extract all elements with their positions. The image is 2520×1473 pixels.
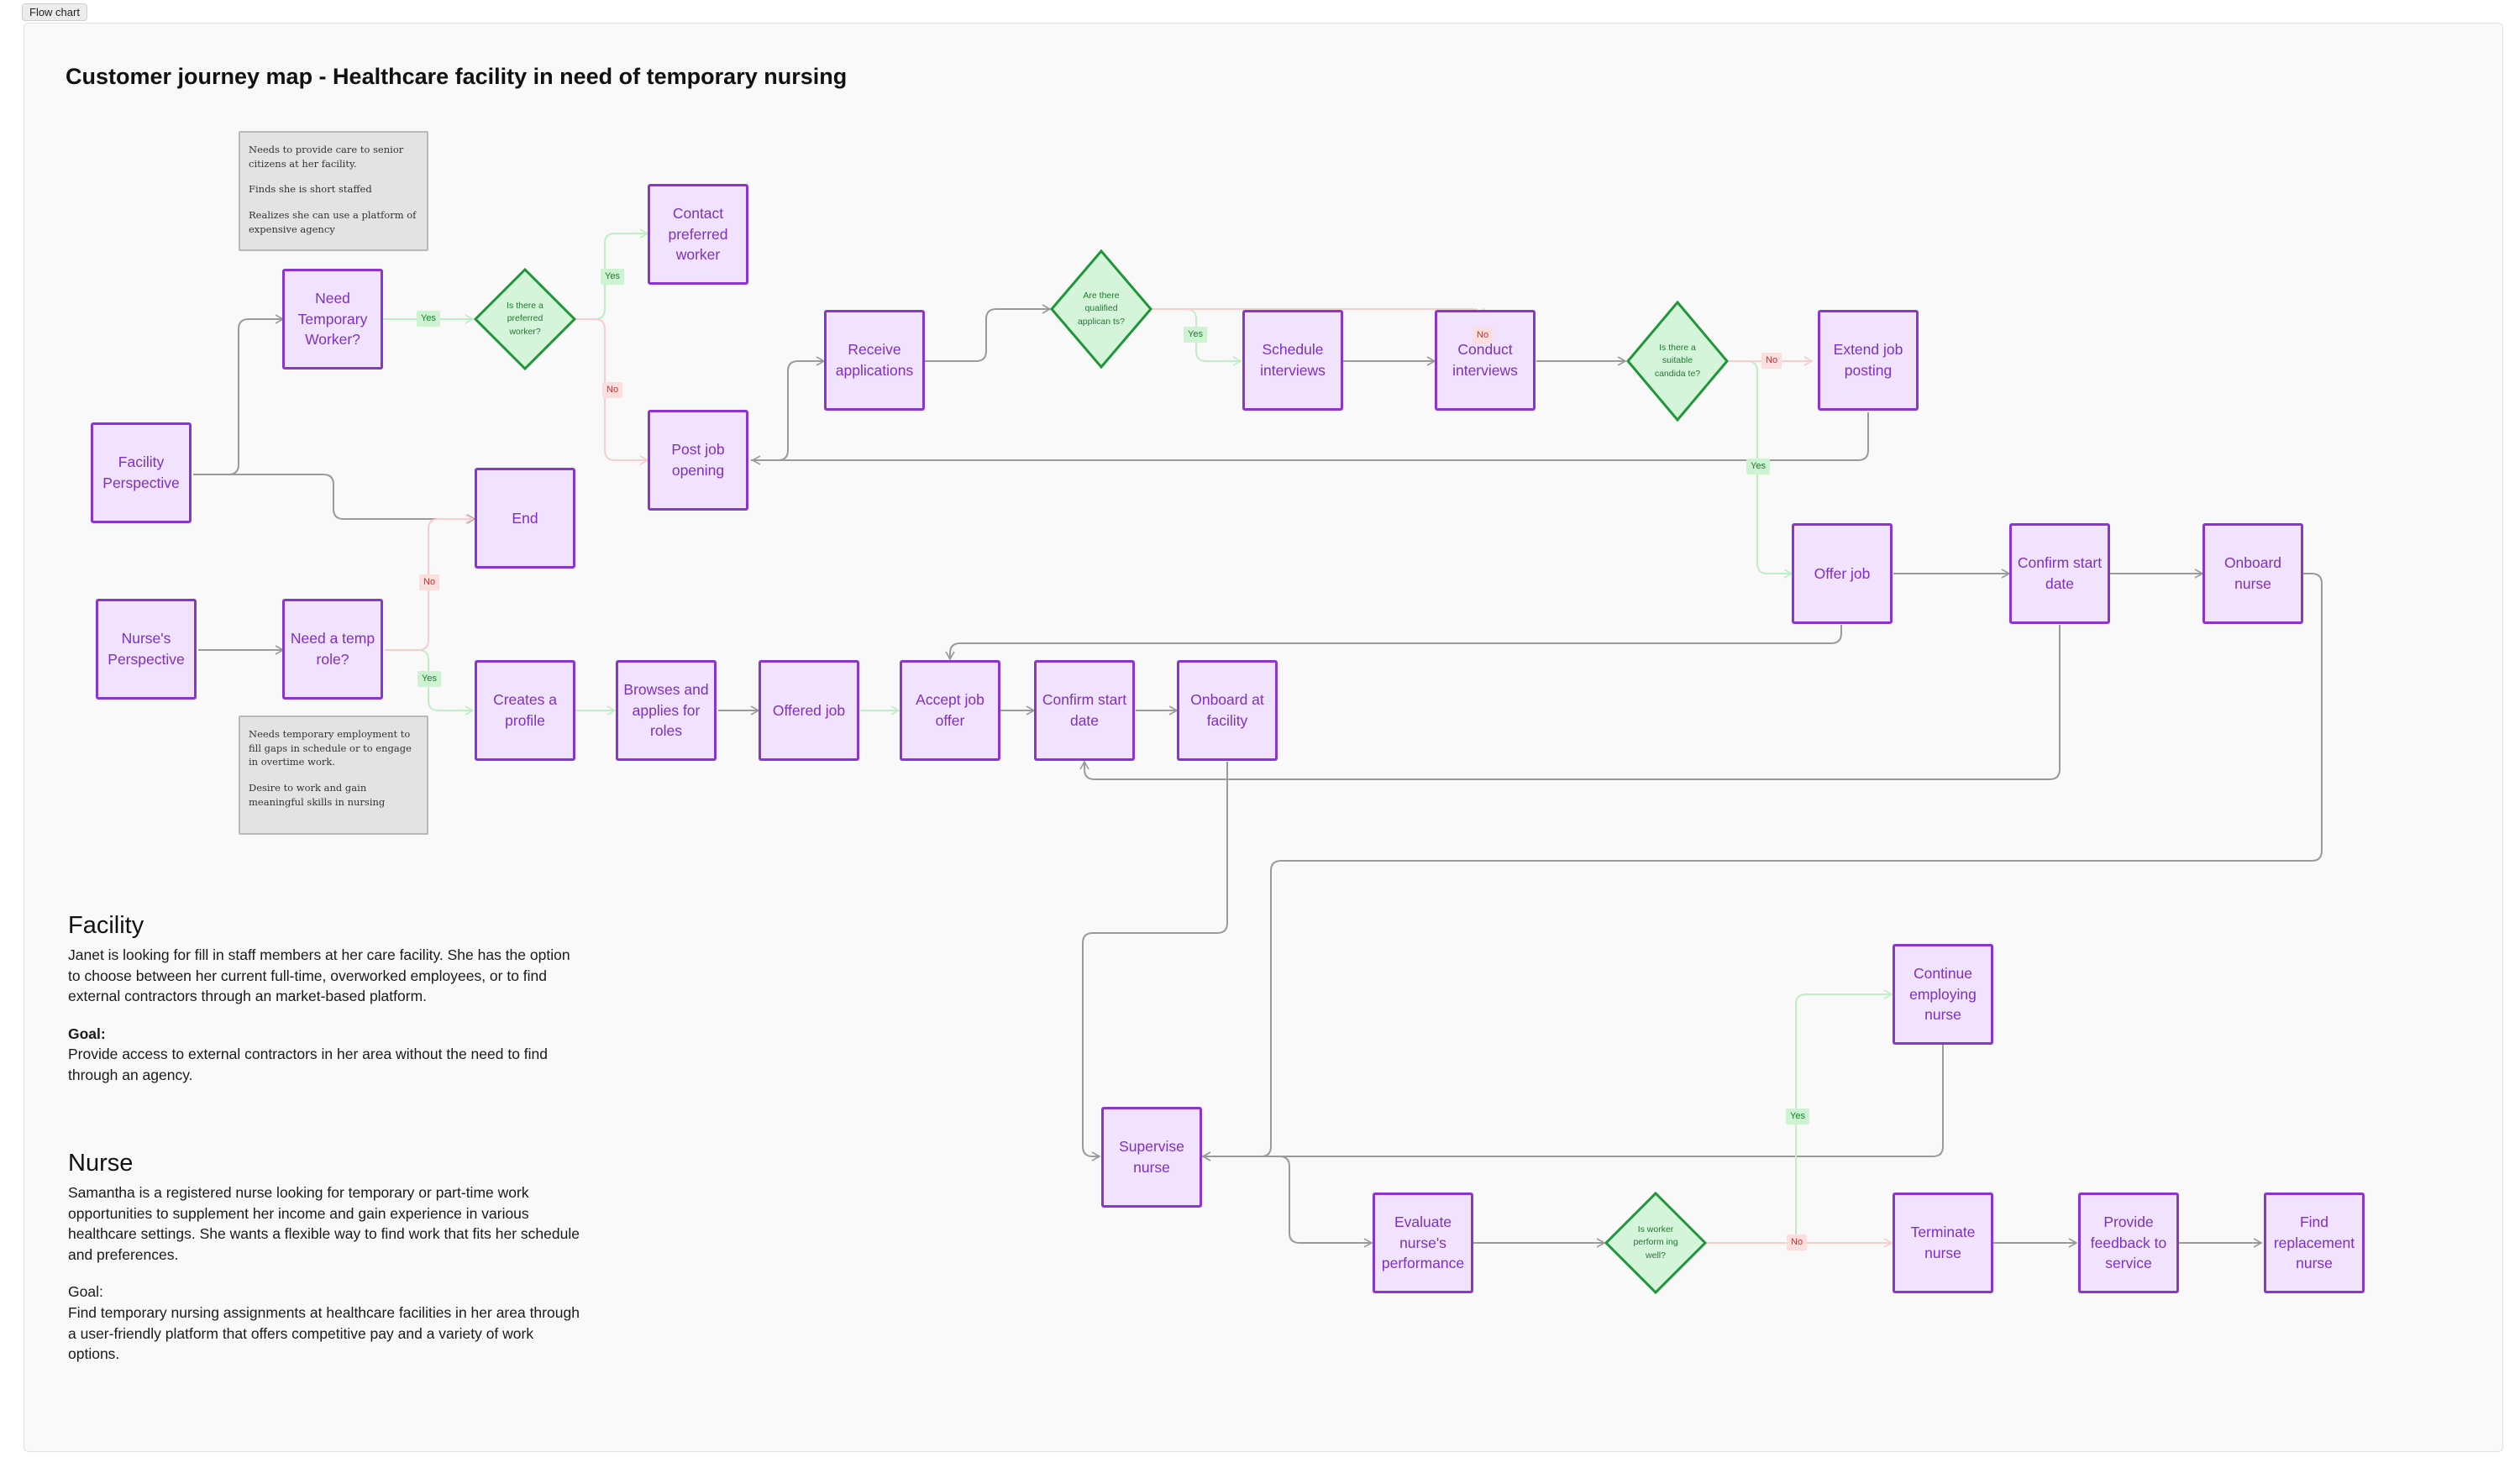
yes-label: Yes [1786, 1109, 1809, 1124]
node-onboard-at-facility[interactable]: Onboard at facility [1177, 660, 1278, 761]
no-label: No [419, 574, 440, 590]
yes-label: Yes [1184, 327, 1207, 343]
node-find-replacement-nurse[interactable]: Find replacement nurse [2264, 1193, 2365, 1293]
connector-supervise-to-evaluate [1201, 1156, 1373, 1248]
connector-post-job-to-receive [751, 356, 826, 461]
note-text: Needs temporary employment to fill gaps … [249, 728, 412, 768]
connector-offer-to-accept [945, 625, 1842, 661]
node-contact-preferred-worker[interactable]: Contact preferred worker [648, 184, 748, 285]
decision-label: Is worker perform ing well? [1633, 1224, 1678, 1261]
connector-continue-to-supervise [1201, 1045, 1944, 1161]
note-nurse-needs[interactable]: Needs temporary employment to fill gaps … [239, 716, 428, 835]
node-confirm-start-date-nurse[interactable]: Confirm start date [1034, 660, 1135, 761]
connector-onboard-to-supervise [1082, 762, 1228, 1161]
diamond-shape [473, 267, 577, 371]
note-text: Realizes she can use a platform of expen… [249, 209, 417, 235]
node-need-temp-role[interactable]: Need a temp role? [282, 599, 383, 700]
diamond-shape [1626, 300, 1729, 422]
node-provide-feedback[interactable]: Provide feedback to service [2078, 1193, 2179, 1293]
yes-label: Yes [417, 671, 441, 687]
facility-description: Facility Janet is looking for fill in st… [68, 912, 580, 1086]
no-label: No [1473, 328, 1494, 343]
nurse-heading: Nurse [68, 1150, 134, 1177]
no-label: No [1761, 353, 1782, 369]
yes-label: Yes [601, 269, 624, 285]
diamond-shape [1604, 1191, 1708, 1295]
decision-label: Is there a suitable candida te? [1654, 343, 1701, 379]
node-terminate-nurse[interactable]: Terminate nurse [1893, 1193, 1993, 1293]
note-text: Finds she is short staffed [249, 183, 372, 196]
note-text: Desire to work and gain meaningful skill… [249, 782, 386, 808]
node-post-job-opening[interactable]: Post job opening [648, 410, 748, 511]
connector-extend-to-post-job [751, 412, 1869, 465]
node-facility-perspective[interactable]: Facility Perspective [91, 422, 192, 523]
connector-onboard-nurse-to-supervise [1201, 573, 2323, 1161]
node-continue-employing-nurse[interactable]: Continue employing nurse [1893, 944, 1993, 1045]
decision-label: Is there a preferred worker? [507, 301, 543, 337]
connector-facility-confirm-to-nurse-confirm [1079, 625, 2061, 780]
frame-tag[interactable]: Flow chart [22, 3, 87, 21]
decision-qualified-applicants[interactable]: Are there qualified applican ts? [1050, 249, 1152, 370]
yes-label: Yes [1746, 459, 1770, 474]
connector-facility-to-end [193, 474, 476, 524]
node-conduct-interviews[interactable]: Conduct interviews [1435, 310, 1536, 411]
yes-label: Yes [417, 311, 440, 327]
decision-worker-performing[interactable]: Is worker perform ing well? [1604, 1191, 1708, 1295]
decision-suitable-candidate[interactable]: Is there a suitable candida te? [1626, 300, 1729, 422]
node-end[interactable]: End [475, 468, 575, 569]
node-onboard-nurse[interactable]: Onboard nurse [2202, 523, 2303, 624]
node-nurses-perspective[interactable]: Nurse's Perspective [96, 599, 197, 700]
node-need-temporary-worker[interactable]: Need Temporary Worker? [282, 269, 383, 370]
node-evaluate-performance[interactable]: Evaluate nurse's performance [1373, 1193, 1473, 1293]
no-label: No [602, 382, 623, 398]
node-extend-job-posting[interactable]: Extend job posting [1818, 310, 1919, 411]
page-title: Customer journey map - Healthcare facili… [66, 64, 848, 89]
node-schedule-interviews[interactable]: Schedule interviews [1242, 310, 1343, 411]
facility-heading: Facility [68, 912, 144, 939]
connector-receive-to-qualified [925, 304, 1052, 362]
facility-body: Janet is looking for fill in staff membe… [68, 946, 570, 1005]
node-offer-job[interactable]: Offer job [1792, 523, 1893, 624]
note-facility-needs[interactable]: Needs to provide care to senior citizens… [239, 131, 428, 251]
facility-goal-label: Goal: [68, 1025, 106, 1042]
no-label: No [1787, 1234, 1808, 1250]
connector-facility-to-need-worker [193, 314, 285, 475]
nurse-goal-label: Goal: [68, 1283, 103, 1301]
node-creates-profile[interactable]: Creates a profile [475, 660, 575, 761]
decision-preferred-worker[interactable]: Is there a preferred worker? [473, 267, 577, 371]
nurse-body: Samantha is a registered nurse looking f… [68, 1184, 580, 1263]
diamond-shape [1050, 249, 1152, 370]
note-text: Needs to provide care to senior citizens… [249, 144, 404, 170]
decision-label: Are there qualified applican ts? [1077, 291, 1126, 327]
node-browses-applies[interactable]: Browses and applies for roles [616, 660, 717, 761]
node-receive-applications[interactable]: Receive applications [824, 310, 925, 411]
facility-goal: Provide access to external contractors i… [68, 1046, 549, 1083]
node-confirm-start-date-facility[interactable]: Confirm start date [2009, 523, 2110, 624]
node-accept-job-offer[interactable]: Accept job offer [900, 660, 1000, 761]
nurse-goal: Find temporary nursing assignments at he… [68, 1303, 580, 1363]
node-offered-job[interactable]: Offered job [759, 660, 859, 761]
nurse-description: Nurse Samantha is a registered nurse loo… [68, 1150, 580, 1365]
node-supervise-nurse[interactable]: Supervise nurse [1101, 1107, 1202, 1208]
